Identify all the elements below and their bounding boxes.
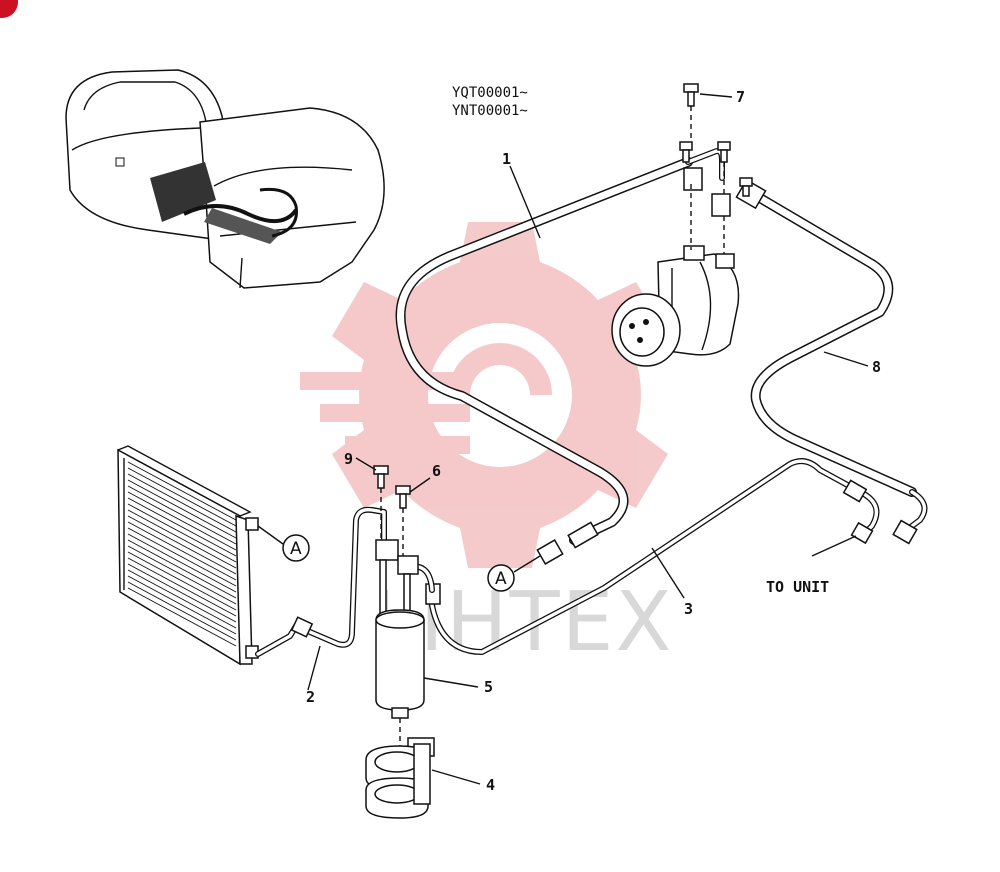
receiver-drier xyxy=(375,539,435,719)
hose-3 xyxy=(425,458,880,655)
condenser-fin xyxy=(127,497,237,557)
hose-8 xyxy=(735,178,928,545)
pipe-2-fitting xyxy=(290,616,314,638)
callout-4: 4 xyxy=(486,776,495,794)
condenser-fin xyxy=(127,575,237,635)
compressor-port-suction xyxy=(711,193,731,217)
hose-8-fitting-bottom xyxy=(892,519,918,545)
condenser-fin xyxy=(127,569,237,629)
condenser-fin xyxy=(127,581,237,641)
condenser-fin xyxy=(127,527,237,587)
serial-number-2: YNT00001~ xyxy=(452,103,528,119)
bolt-7 xyxy=(683,83,699,107)
machine-overview-inset xyxy=(65,69,385,289)
condenser-fin xyxy=(127,515,237,575)
condenser-fin xyxy=(127,539,237,599)
callout-1: 1 xyxy=(502,150,511,168)
condenser-fin xyxy=(127,467,237,527)
condenser-fin xyxy=(127,491,237,551)
connection-ref-circle-left xyxy=(282,534,310,562)
hose-1 xyxy=(395,148,725,565)
condenser-fin xyxy=(127,521,237,581)
condenser-fin xyxy=(127,533,237,593)
inset-radiator-icon xyxy=(150,162,216,222)
bolt-6 xyxy=(395,485,411,509)
corner-badge xyxy=(0,0,18,18)
pipe-2 xyxy=(255,506,387,657)
to-unit-label: TO UNIT xyxy=(766,578,829,596)
callout-6: 6 xyxy=(432,462,441,480)
callout-7: 7 xyxy=(736,88,745,106)
connection-ref-circle-right xyxy=(487,564,515,592)
compressor-port-discharge xyxy=(683,167,703,191)
serial-number-1: YQT00001~ xyxy=(452,85,528,101)
condenser-fin xyxy=(127,485,237,545)
bracket-4 xyxy=(365,737,435,819)
inset-compressor-icon xyxy=(204,208,282,244)
condenser-fins xyxy=(127,461,237,647)
condenser-fin xyxy=(127,503,237,563)
hose-1-fitting xyxy=(536,539,564,565)
condenser-fin xyxy=(127,509,237,569)
condenser-fin xyxy=(127,479,237,539)
hose-3-fitting xyxy=(850,521,874,545)
condenser-fin xyxy=(127,551,237,611)
compressor xyxy=(611,167,740,367)
receiver-block-right xyxy=(397,555,419,575)
connection-ref-right: A xyxy=(495,569,507,589)
condenser-fitting-top xyxy=(245,517,259,531)
bolt-compressor-a xyxy=(679,141,693,163)
condenser-fin xyxy=(127,461,237,521)
bolt-compressor-c xyxy=(739,177,753,197)
receiver-block-left xyxy=(375,539,399,561)
callout-5: 5 xyxy=(484,678,493,696)
condenser-fin xyxy=(127,563,237,623)
callout-9: 9 xyxy=(344,450,353,468)
callout-2: 2 xyxy=(306,688,315,706)
callout-3: 3 xyxy=(684,600,693,618)
condenser-fin xyxy=(127,545,237,605)
condenser-fin xyxy=(127,473,237,533)
connection-ref-left: A xyxy=(290,539,302,559)
watermark-logo xyxy=(300,222,668,568)
condenser xyxy=(117,445,259,666)
condenser-fin xyxy=(127,587,237,647)
condenser-fin xyxy=(127,557,237,617)
callout-8: 8 xyxy=(872,358,881,376)
